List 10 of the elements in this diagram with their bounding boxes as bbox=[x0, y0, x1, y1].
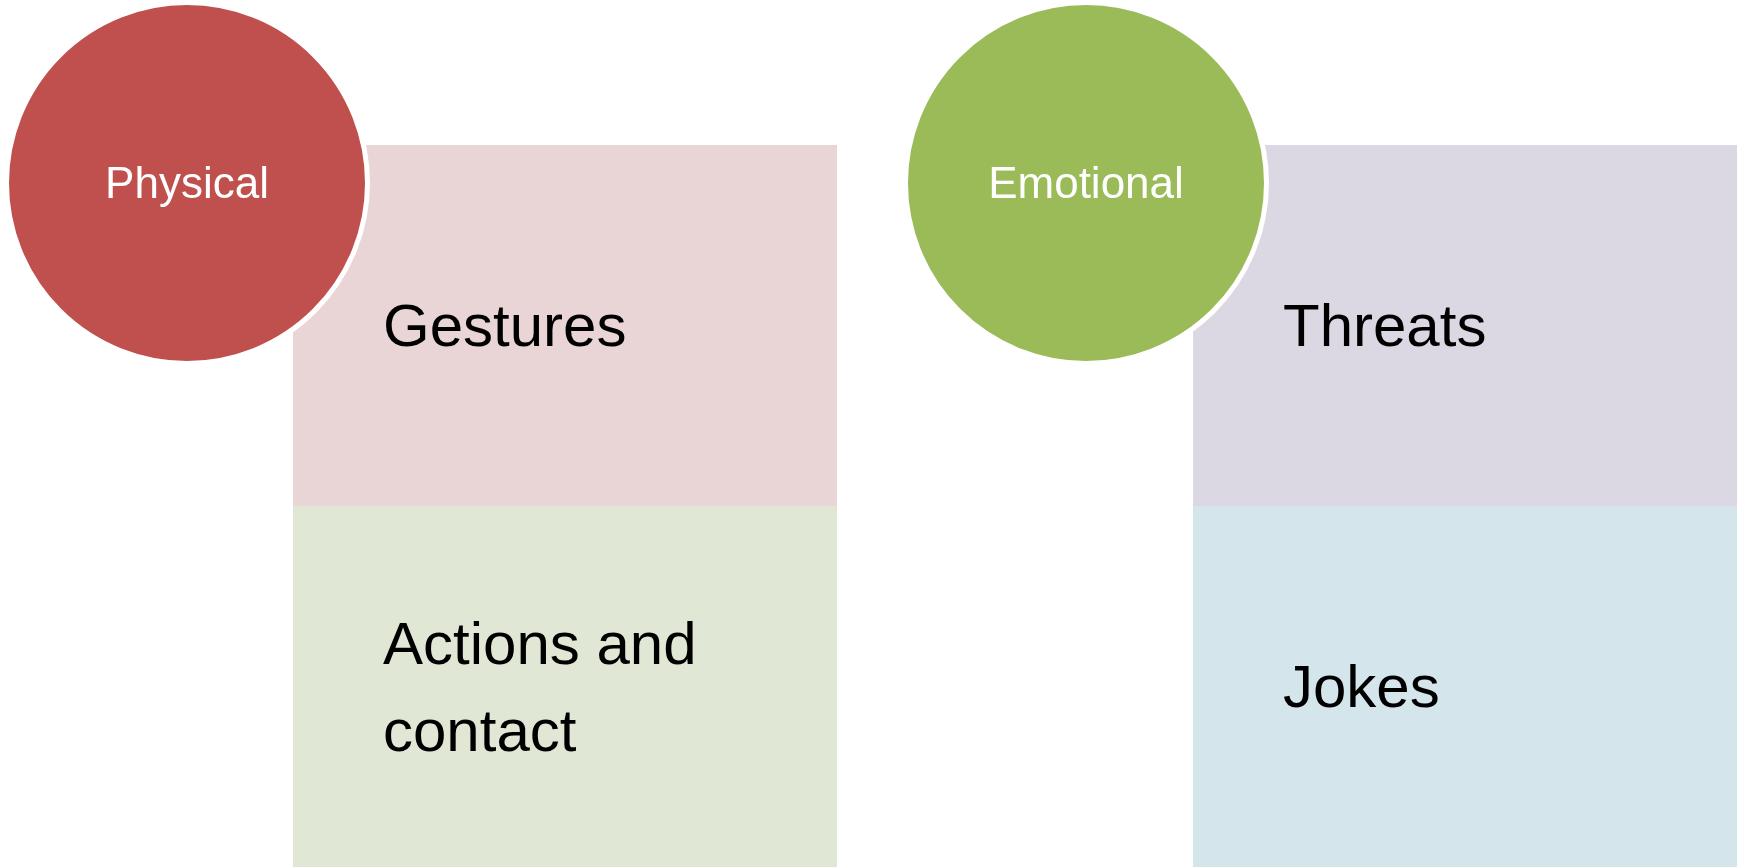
item-label: Jokes bbox=[1283, 652, 1440, 722]
category-label: Physical bbox=[105, 158, 269, 208]
item-panel bbox=[293, 506, 837, 867]
item-label: Gestures bbox=[383, 291, 627, 361]
category-label: Emotional bbox=[988, 158, 1184, 208]
item-label: Actions and contact bbox=[383, 608, 698, 766]
item-panel bbox=[1193, 145, 1737, 506]
item-panel bbox=[293, 145, 837, 506]
item-panel bbox=[1193, 506, 1737, 867]
item-label: Threats bbox=[1283, 291, 1487, 361]
